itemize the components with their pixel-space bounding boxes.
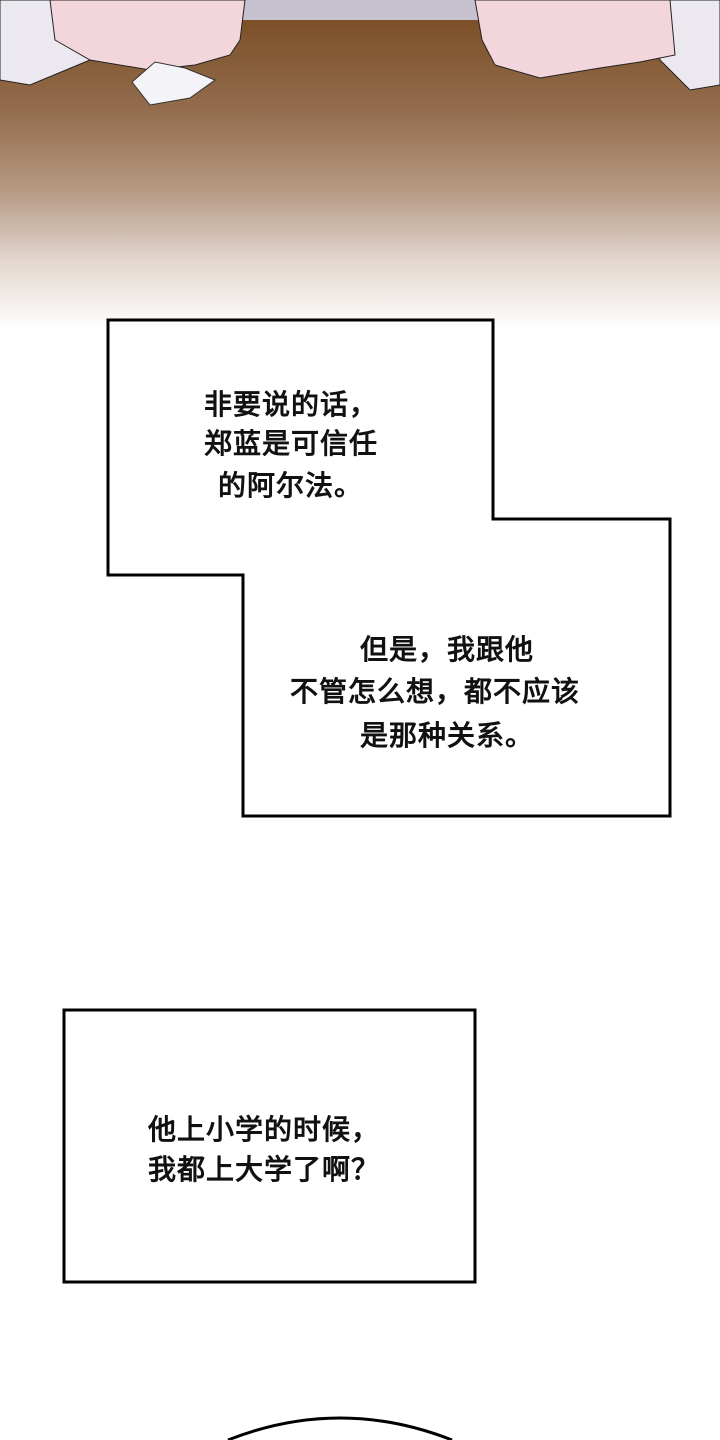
narration-2-line-3: 是那种关系。 xyxy=(360,719,535,752)
speech-bubble-partial xyxy=(227,1416,453,1440)
crumpled-paper xyxy=(131,61,217,106)
left-fist-icon xyxy=(49,0,246,71)
narration-1-line-3: 的阿尔法。 xyxy=(218,469,364,502)
narration-box-3 xyxy=(62,1008,477,1284)
narration-1-line-2: 郑蓝是可信任 xyxy=(204,427,379,460)
table xyxy=(0,20,720,330)
shirt xyxy=(230,0,490,20)
narration-2-line-2: 不管怎么想，都不应该 xyxy=(290,675,581,708)
narration-1-line-1: 非要说的话， xyxy=(204,388,379,421)
right-fist-icon xyxy=(474,0,676,79)
comic-panel-table-scene xyxy=(0,0,720,330)
narration-3-line-2: 我都上大学了啊？ xyxy=(148,1153,381,1186)
narration-3-line-1: 他上小学的时候， xyxy=(148,1113,381,1146)
narration-2-line-1: 但是，我跟他 xyxy=(360,633,535,666)
narration-box-1-2 xyxy=(106,318,672,818)
